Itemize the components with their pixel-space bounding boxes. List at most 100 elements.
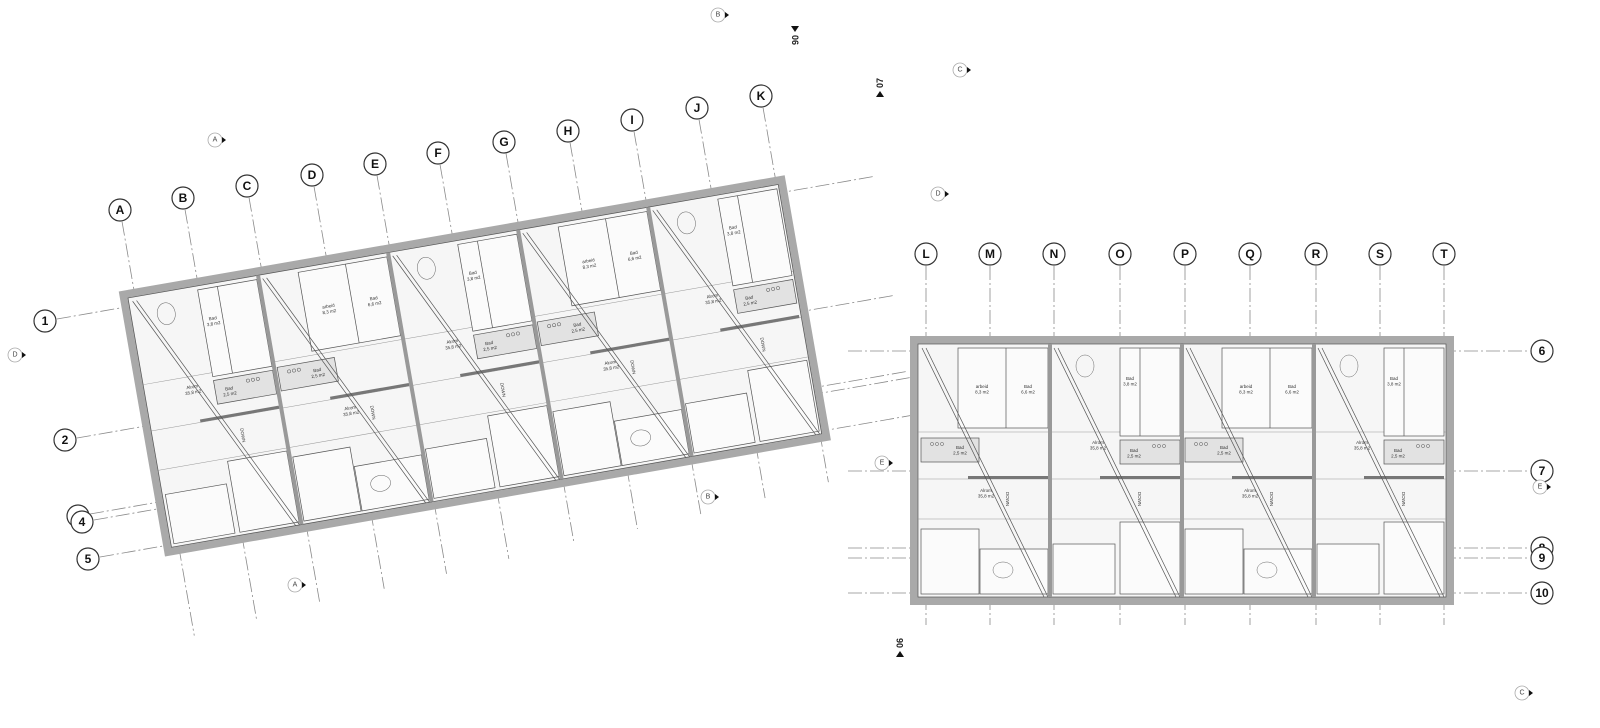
section-marker-label: D (935, 191, 940, 198)
level-marker-label: 06 (790, 35, 800, 45)
room-name: Bad (1288, 384, 1297, 389)
room-label: Bad3,8 m2 (466, 269, 482, 282)
grid-bubble: N (1042, 242, 1066, 266)
room-area: 6,6 m2 (367, 300, 382, 307)
room-bad-upper (1383, 347, 1445, 437)
fixture-icon (776, 286, 780, 290)
fixture-icon (506, 333, 510, 338)
bath-icon (417, 257, 436, 280)
fixture-icon (246, 378, 250, 383)
room-area: 35,8 m2 (705, 297, 722, 305)
party-wall (386, 252, 434, 503)
grid-bubble: Q (1238, 242, 1262, 266)
grid-bubble: J (685, 96, 709, 120)
room-lower (164, 483, 236, 545)
grid-bubble-label: 7 (1539, 464, 1546, 478)
section-arrow-icon (302, 582, 306, 588)
room-label: arbeid8,3 m2 (321, 302, 337, 315)
room-lower (1184, 528, 1244, 595)
room-name: Bad (729, 224, 738, 230)
room-name: Alrom (1356, 440, 1368, 445)
stair-label: DOWN (239, 428, 246, 443)
grid-bubble-circle (426, 141, 450, 165)
level-marker-label: 07 (875, 78, 885, 88)
grid-bubble-label: B (179, 191, 188, 205)
fixture-icon (511, 332, 515, 337)
room-lower (552, 401, 622, 477)
stair-label: DOWN (369, 405, 376, 420)
room-name: arbeid (582, 257, 596, 264)
diagonal-line (1053, 347, 1177, 598)
room-name: Alrom (186, 383, 199, 390)
room-area: 35,8 m2 (603, 364, 620, 372)
party-wall (1180, 344, 1184, 597)
stair-rail (720, 314, 800, 332)
section-marker-label: B (706, 494, 711, 501)
fixture-icon (1416, 444, 1420, 448)
room-name: Bad (225, 385, 234, 391)
grid-bubble: S (1368, 242, 1392, 266)
grid-bubble-circle (978, 242, 1002, 266)
grid-bubble-circle (1042, 242, 1066, 266)
room-area: 3,8 m2 (467, 275, 482, 282)
floor-line (678, 356, 809, 380)
section-arrow-icon (889, 460, 893, 466)
room-lower (1119, 521, 1181, 595)
room-area: 6,6 m2 (628, 255, 643, 262)
grid-bubble: B (171, 186, 195, 210)
room-area: 35,8 m2 (445, 343, 462, 351)
grid-bubble-label: 10 (1535, 586, 1549, 600)
room-lower (425, 438, 496, 499)
fixture-icon (766, 287, 770, 292)
room-area: 3,8 m2 (1387, 382, 1401, 387)
room-lower (227, 450, 300, 533)
grid-bubble-circle (1238, 242, 1262, 266)
diagonal-line (396, 254, 560, 480)
grid-bubble: F (426, 141, 450, 165)
fixture-icon (287, 369, 291, 374)
grid-bubble: E (363, 152, 387, 176)
room-lower (920, 528, 980, 595)
grid-bubble: M (978, 242, 1002, 266)
room-arbeid (957, 347, 1049, 429)
section-arrow-icon (1529, 690, 1533, 696)
fixture-icon (251, 377, 255, 382)
grid-bubble-circle (33, 309, 57, 333)
fixture-icon (1157, 444, 1161, 448)
stair-label: DOWN (759, 337, 766, 352)
grid-bubble-label: 2 (62, 433, 69, 447)
grid-bubble-label: N (1050, 247, 1059, 261)
room-name: Bad (1130, 448, 1139, 453)
diagonal-line (136, 300, 300, 526)
section-marker: A (207, 132, 226, 148)
floor-line (288, 424, 419, 448)
room-name: Bad (956, 445, 965, 450)
room-name: Bad (1220, 445, 1229, 450)
grid-bubble: 5 (76, 547, 100, 571)
room-label: Bad3,8 m2 (726, 224, 742, 237)
room-area: 2,5 m2 (483, 345, 498, 352)
grid-bubble-label: J (694, 101, 701, 115)
grid-bubble-label: T (1440, 247, 1448, 261)
stair-label: DOWN (1137, 492, 1142, 506)
room-lower (1383, 521, 1445, 595)
room-name: arbeid (1240, 384, 1253, 389)
grid-bubble-circle (53, 428, 77, 452)
section-arrow-icon (222, 137, 226, 143)
fixture-icon (1204, 442, 1208, 446)
room-name: Alrom (1092, 440, 1104, 445)
grid-bubble-circle (300, 163, 324, 187)
grid-bubble: 1 (33, 309, 57, 333)
fixture-icon (1162, 444, 1166, 448)
grid-bubble-label: P (1181, 247, 1189, 261)
grid-bubble: H (556, 119, 580, 143)
bath-icon (370, 475, 391, 492)
